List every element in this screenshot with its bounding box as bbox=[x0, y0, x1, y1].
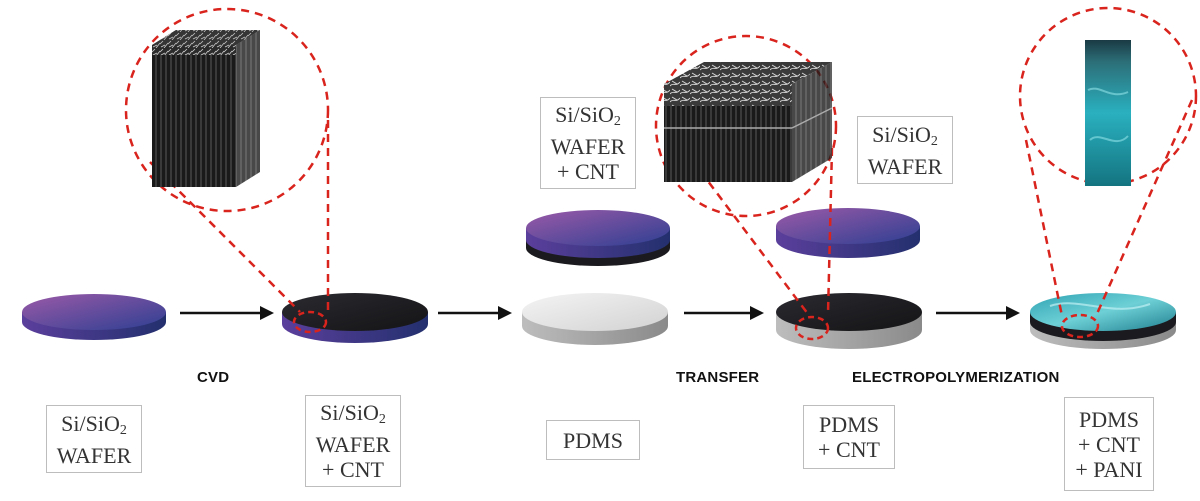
label-wafer-cnt: Si/SiO2 WAFER + CNT bbox=[305, 395, 401, 487]
disk-wafer-cnt bbox=[282, 293, 428, 343]
label-top-wafer: Si/SiO2 WAFER bbox=[857, 116, 953, 184]
label-pdms-cnt-pani: PDMS + CNT + PANI bbox=[1064, 397, 1154, 491]
arrow-4 bbox=[936, 306, 1020, 320]
zoom-inset-transferred-cnt bbox=[654, 34, 838, 341]
arrow-2 bbox=[438, 306, 512, 320]
step-label-transfer: TRANSFER bbox=[676, 369, 760, 386]
arrow-1 bbox=[180, 306, 274, 320]
zoom-inset-cnt-forest bbox=[124, 7, 330, 334]
arrow-3 bbox=[684, 306, 764, 320]
disk-pdms-cnt-pani bbox=[1030, 293, 1176, 349]
disk-top-wafer bbox=[776, 208, 920, 258]
disk-pdms bbox=[522, 293, 668, 345]
disk-pdms-cnt bbox=[776, 293, 922, 349]
label-wafer: Si/SiO2 WAFER bbox=[46, 405, 142, 473]
zoom-inset-pani-photo bbox=[1018, 6, 1198, 339]
step-label-electropolymerization: ELECTROPOLYMERIZATION bbox=[852, 369, 1060, 386]
step-label-cvd: CVD bbox=[197, 369, 230, 386]
disk-wafer bbox=[22, 294, 166, 340]
label-pdms-cnt: PDMS + CNT bbox=[803, 405, 895, 469]
disk-top-wafer-cnt bbox=[526, 210, 670, 266]
label-pdms: PDMS bbox=[546, 420, 640, 460]
label-top-wafer-cnt: Si/SiO2 WAFER + CNT bbox=[540, 97, 636, 189]
